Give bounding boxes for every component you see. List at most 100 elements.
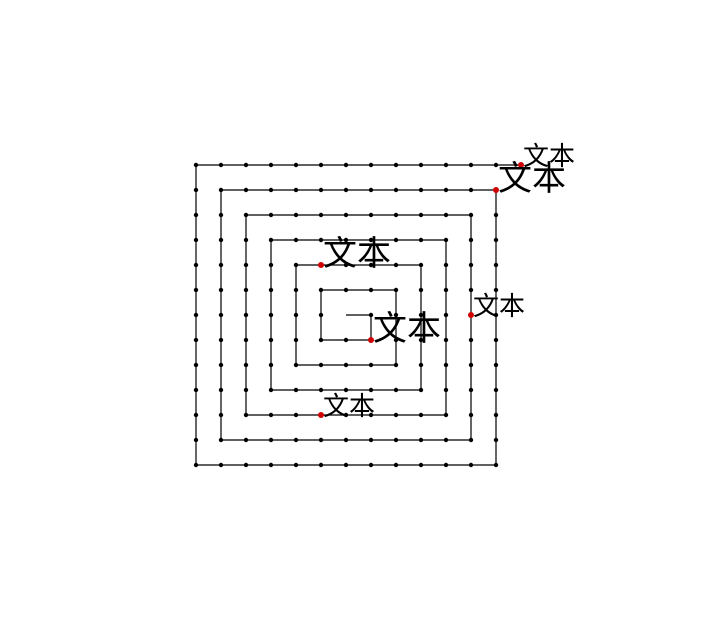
vertex-dot <box>418 312 424 318</box>
vertex-dot <box>193 337 199 343</box>
vertex-dot <box>443 312 449 318</box>
vertex-dot <box>193 212 199 218</box>
vertex-dot <box>293 212 299 218</box>
vertex-dot <box>418 287 424 293</box>
vertex-dot <box>193 387 199 393</box>
vertex-dot <box>268 462 274 468</box>
vertex-dot <box>193 187 199 193</box>
vertex-dot <box>218 187 224 193</box>
vertex-dot <box>393 412 399 418</box>
vertex-dot <box>218 362 224 368</box>
vertex-dot <box>343 462 349 468</box>
vertex-dot <box>418 362 424 368</box>
vertex-dot <box>318 362 324 368</box>
vertex-dot <box>343 362 349 368</box>
highlight-dot <box>468 312 474 318</box>
vertex-dot <box>368 462 374 468</box>
vertex-dot <box>468 412 474 418</box>
vertex-dot <box>393 237 399 243</box>
vertex-dot <box>318 287 324 293</box>
vertex-dot <box>193 362 199 368</box>
vertex-dot <box>268 162 274 168</box>
vertex-dot <box>343 287 349 293</box>
vertex-dot <box>268 337 274 343</box>
text-label-4: 文本 <box>323 392 375 422</box>
vertex-dot <box>193 462 199 468</box>
vertex-dot <box>443 337 449 343</box>
vertex-dot <box>468 162 474 168</box>
vertex-dot <box>468 187 474 193</box>
vertex-dot <box>193 312 199 318</box>
vertex-dot <box>318 237 324 243</box>
vertex-dot <box>243 437 249 443</box>
vertex-dot <box>218 387 224 393</box>
vertex-dot <box>418 237 424 243</box>
vertex-dot <box>368 212 374 218</box>
vertex-dot <box>418 387 424 393</box>
vertex-dot <box>443 437 449 443</box>
vertex-dot <box>193 437 199 443</box>
vertex-dot <box>418 162 424 168</box>
vertex-dot <box>418 262 424 268</box>
vertex-dot <box>268 362 274 368</box>
vertex-dot <box>293 337 299 343</box>
vertex-dot <box>243 462 249 468</box>
vertex-dot <box>393 362 399 368</box>
vertex-dot <box>343 262 349 268</box>
vertex-dot <box>218 237 224 243</box>
vertex-dot <box>318 337 324 343</box>
vertex-dot <box>218 337 224 343</box>
vertex-dot <box>468 362 474 368</box>
vertex-dot <box>218 162 224 168</box>
vertex-dot <box>218 262 224 268</box>
vertex-dot <box>418 412 424 418</box>
vertex-dots <box>193 162 524 468</box>
vertex-dot <box>293 162 299 168</box>
vertex-dot <box>293 262 299 268</box>
vertex-dot <box>368 437 374 443</box>
vertex-dot <box>418 462 424 468</box>
vertex-dot <box>243 337 249 343</box>
vertex-dot <box>368 287 374 293</box>
vertex-dot <box>468 237 474 243</box>
vertex-dot <box>368 162 374 168</box>
vertex-dot <box>393 187 399 193</box>
vertex-dot <box>343 237 349 243</box>
vertex-dot <box>318 462 324 468</box>
vertex-dot <box>493 262 499 268</box>
highlight-dot <box>518 162 524 168</box>
vertex-dot <box>218 462 224 468</box>
vertex-dot <box>493 162 499 168</box>
highlight-dot <box>318 412 324 418</box>
vertex-dot <box>368 312 374 318</box>
vertex-dot <box>493 412 499 418</box>
vertex-dot <box>318 437 324 443</box>
vertex-dot <box>468 337 474 343</box>
vertex-dot <box>293 287 299 293</box>
vertex-dot <box>368 387 374 393</box>
vertex-dot <box>243 262 249 268</box>
vertex-dot <box>493 337 499 343</box>
vertex-dot <box>243 212 249 218</box>
vertex-dot <box>268 287 274 293</box>
vertex-dot <box>343 387 349 393</box>
vertex-dot <box>243 237 249 243</box>
vertex-dot <box>468 387 474 393</box>
vertex-dot <box>293 437 299 443</box>
vertex-dot <box>268 312 274 318</box>
vertex-dot <box>493 462 499 468</box>
vertex-dot <box>493 437 499 443</box>
vertex-dot <box>493 387 499 393</box>
vertex-dot <box>393 462 399 468</box>
vertex-dot <box>293 387 299 393</box>
vertex-dot <box>443 287 449 293</box>
vertex-dot <box>443 212 449 218</box>
vertex-dot <box>193 287 199 293</box>
vertex-dot <box>443 362 449 368</box>
vertex-dot <box>418 337 424 343</box>
highlight-dot <box>368 337 374 343</box>
vertex-dot <box>268 237 274 243</box>
vertex-dot <box>268 262 274 268</box>
vertex-dot <box>443 262 449 268</box>
